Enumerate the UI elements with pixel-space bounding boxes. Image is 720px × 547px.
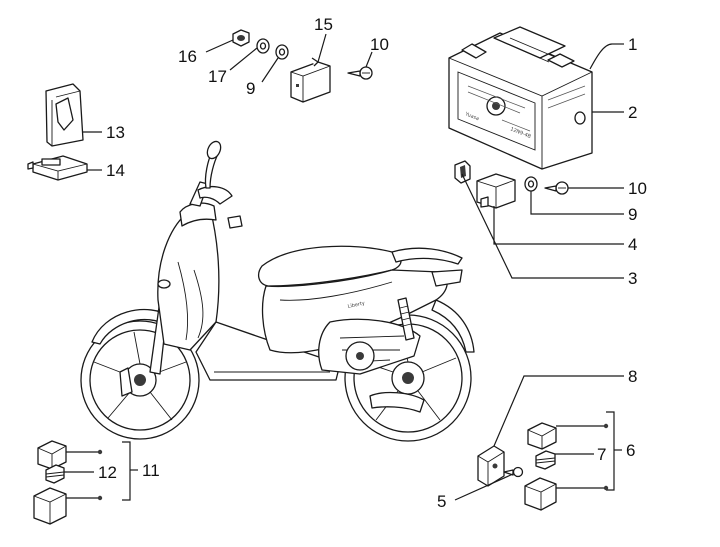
callout-2: 2 bbox=[628, 103, 637, 122]
battery-label-brand: Yuasa bbox=[463, 111, 480, 122]
part-4-relay bbox=[476, 173, 516, 209]
part-9-washer-right bbox=[524, 176, 538, 192]
part-14-fuse-box bbox=[27, 155, 88, 181]
callout-6: 6 bbox=[626, 441, 635, 460]
callout-3: 3 bbox=[628, 269, 637, 288]
part-2-battery: Yuasa 12N9-4B bbox=[448, 26, 613, 170]
callout-5: 5 bbox=[437, 492, 446, 511]
callout-15: 15 bbox=[314, 15, 333, 34]
front-wheel bbox=[80, 320, 200, 440]
callout-11: 11 bbox=[142, 461, 160, 480]
callout-1: 1 bbox=[628, 35, 637, 54]
callout-14: 14 bbox=[106, 161, 125, 180]
scooter-illustration: Liberty bbox=[80, 140, 475, 442]
callout-labels: 1 2 10 9 4 3 8 7 6 5 15 10 16 17 9 13 14… bbox=[98, 15, 647, 511]
callout-9-right: 9 bbox=[628, 205, 637, 224]
callout-12: 12 bbox=[98, 463, 117, 482]
callout-8: 8 bbox=[628, 367, 637, 386]
callout-10-top: 10 bbox=[370, 35, 389, 54]
part-16-nut bbox=[232, 29, 250, 47]
part-6-connector-set bbox=[524, 422, 557, 511]
callout-4: 4 bbox=[628, 235, 637, 254]
callout-9-top: 9 bbox=[246, 79, 255, 98]
part-13-cover bbox=[45, 83, 84, 147]
callout-13: 13 bbox=[106, 123, 125, 142]
scooter-decal: Liberty bbox=[347, 300, 365, 309]
part-15-voltage-regulator bbox=[290, 57, 331, 103]
leader-lines bbox=[64, 33, 624, 501]
callout-7: 7 bbox=[597, 445, 606, 464]
part-3-clip bbox=[454, 160, 471, 184]
part-17-washer bbox=[256, 38, 270, 54]
callout-17: 17 bbox=[208, 67, 227, 86]
part-11-connector-set bbox=[33, 440, 67, 525]
part-10-screw-top bbox=[347, 66, 373, 80]
part-5-screw bbox=[503, 466, 524, 478]
callout-16: 16 bbox=[178, 47, 197, 66]
part-10-screw-right bbox=[544, 181, 569, 195]
part-9-washer-top bbox=[275, 44, 289, 60]
callout-10-right: 10 bbox=[628, 179, 647, 198]
